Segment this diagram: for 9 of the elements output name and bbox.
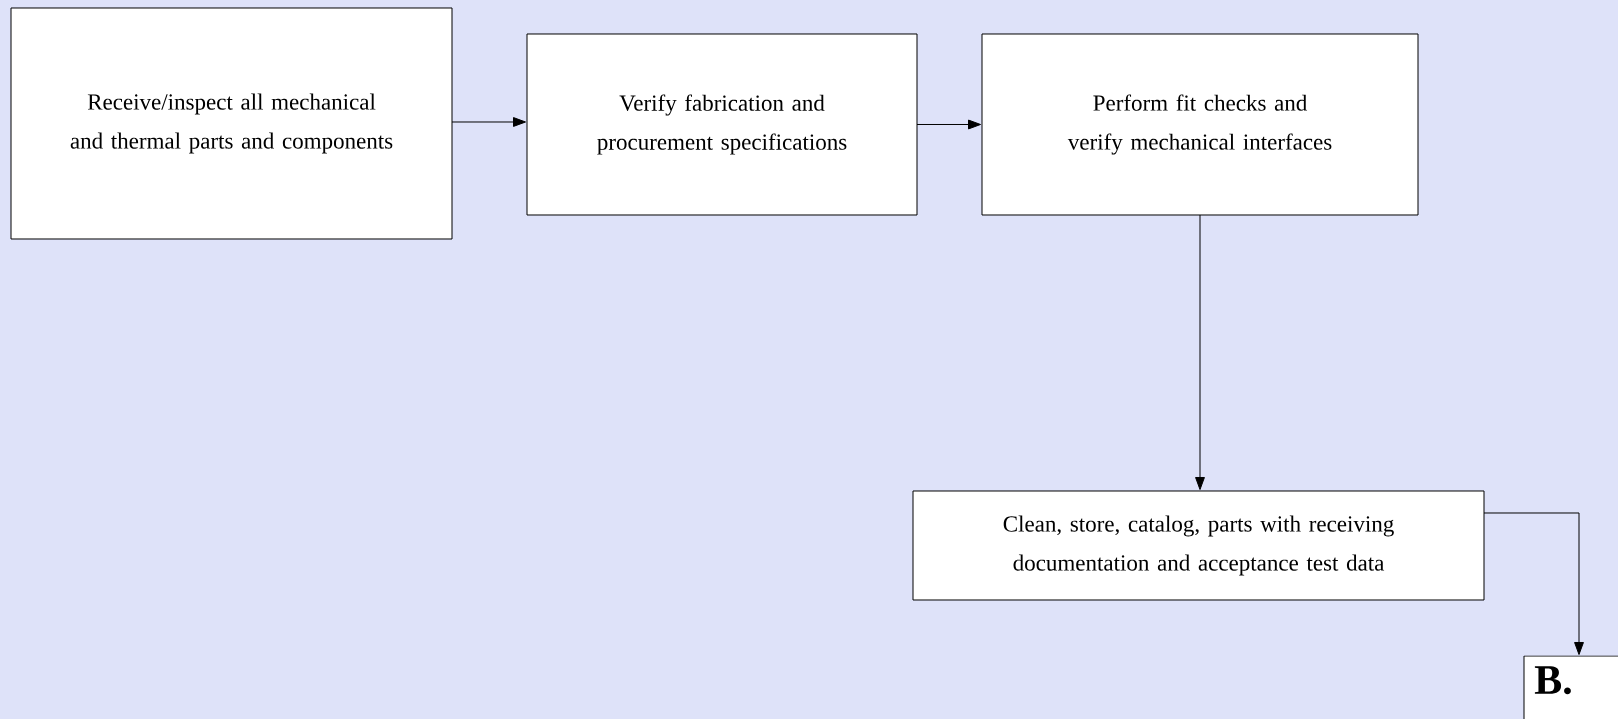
arrow (1483, 512, 1584, 655)
process-box: Clean, store, catalog, parts with receiving documentation and acceptance test data (912, 490, 1485, 601)
arrow (1195, 214, 1205, 490)
process-box: Receive/inspect all mechanical and thermal parts and components (10, 7, 453, 240)
process-box: Perform fit checks and verify mechanical interfaces (981, 33, 1419, 216)
arrow (451, 117, 526, 127)
process-box: Verify fabrication and procurement specifications (526, 33, 918, 216)
label-box: B. (1523, 655, 1618, 719)
arrow (916, 119, 981, 130)
